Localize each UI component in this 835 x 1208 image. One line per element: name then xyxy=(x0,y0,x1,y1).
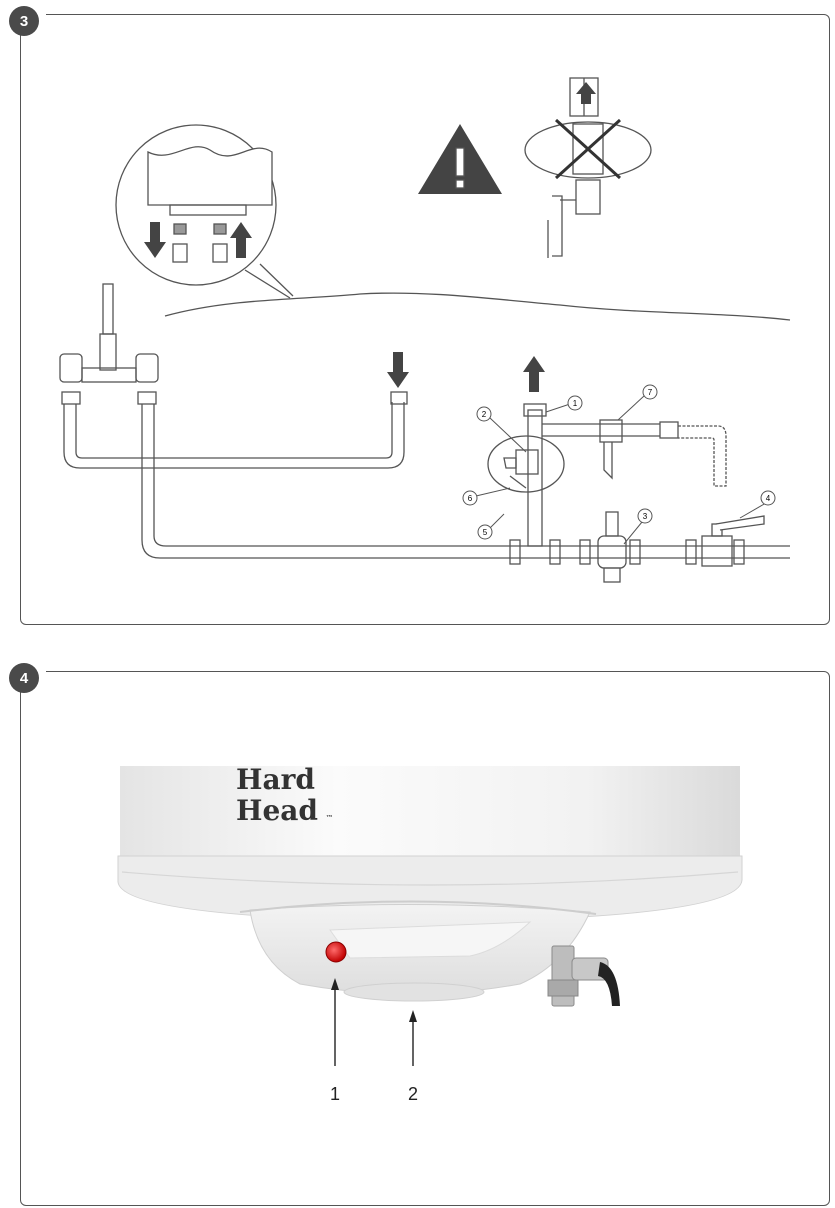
svg-text:7: 7 xyxy=(648,388,653,397)
label-1: 1 xyxy=(330,1084,340,1104)
callout-7: 7 xyxy=(617,384,658,421)
flow-down-arrow xyxy=(144,222,166,258)
inlet-down-arrow xyxy=(387,352,409,388)
cold-pipe xyxy=(63,402,405,469)
zoom-circle xyxy=(115,124,277,286)
brand-line-1: Hard xyxy=(236,763,315,796)
water-heater xyxy=(117,766,743,1007)
callout-4: 4 xyxy=(739,490,776,519)
mixer-tap xyxy=(59,283,159,405)
label-arrow-1 xyxy=(331,978,339,1066)
zoom-detail xyxy=(147,146,273,263)
flex-hose xyxy=(678,425,727,487)
plumbing-diagram xyxy=(59,77,791,583)
label-arrow-2 xyxy=(409,1010,417,1066)
step-4-badge: 4 xyxy=(9,663,39,693)
brand-line-2: Head xyxy=(236,794,318,827)
svg-text:5: 5 xyxy=(483,528,488,537)
heater-body xyxy=(120,766,740,878)
callout-5: 5 xyxy=(477,513,505,540)
svg-text:4: 4 xyxy=(766,494,771,503)
svg-text:3: 3 xyxy=(643,512,648,521)
indicator-light xyxy=(325,941,347,963)
callout-3: 3 xyxy=(623,508,653,545)
svg-text:1: 1 xyxy=(573,399,578,408)
crossed-out-icon xyxy=(524,77,652,258)
flow-up-arrow xyxy=(230,222,252,258)
svg-text:2: 2 xyxy=(482,410,487,419)
section-line xyxy=(164,292,791,321)
trademark-mark: ™ xyxy=(326,813,333,822)
safety-valve-circle xyxy=(487,435,565,493)
callout-1: 1 xyxy=(545,395,583,413)
bottom-disc xyxy=(343,982,485,1002)
step-3-badge: 3 xyxy=(9,6,39,36)
callout-6: 6 xyxy=(462,487,511,506)
step-4-panel xyxy=(20,671,830,1206)
outlet-up-arrow xyxy=(523,356,545,392)
svg-text:6: 6 xyxy=(468,494,473,503)
label-2: 2 xyxy=(408,1084,418,1104)
step-3-panel xyxy=(20,14,830,625)
hot-pipe xyxy=(141,404,790,559)
safety-valve xyxy=(547,945,620,1007)
callout-2: 2 xyxy=(476,406,527,453)
